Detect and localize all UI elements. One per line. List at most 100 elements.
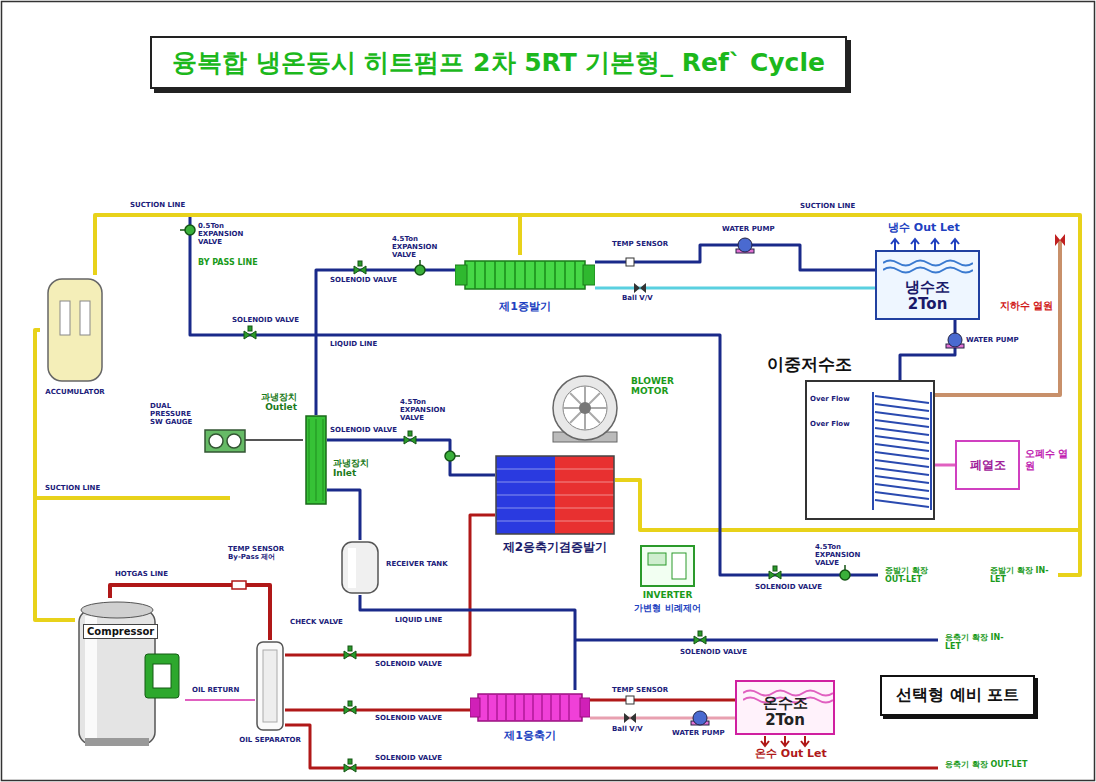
air-heat-exchanger-shape [496,456,614,534]
inverter-box-shape [672,553,686,579]
accumulator-tank-shape [48,279,102,381]
node-label: 온수조 2Ton [754,695,816,728]
solenoid-valve [348,759,352,764]
air-heat-exchanger-shape [495,455,615,535]
pipe-label: CHECK VALVE [290,618,343,626]
pipe-connector [285,709,470,712]
node-label: 폐열조 [970,457,1006,474]
node-label: INVERTER [630,590,705,600]
pipe-label: SOLENOID VALVE [330,276,397,284]
blower-motor-shape [553,376,617,440]
solenoid-valve [408,431,412,436]
compressor-shape [85,738,149,746]
node-label: 제2응축기겸증발기 [485,539,625,556]
accumulator-tank-shape [60,301,70,335]
outlet-arrow [781,736,789,746]
compressor-shape [81,602,153,618]
solenoid-valve [244,261,781,772]
air-heat-exchanger-shape [496,469,614,521]
solenoid-valve [344,759,356,772]
expansion-valve [180,225,195,235]
expansion-valve [419,260,421,265]
pipe-label: LIQUID LINE [395,616,442,624]
pipe-connector [185,699,255,701]
pipe-label: TEMP SENSOR By-Pass 제어 [228,545,298,561]
solenoid-valve [344,706,356,714]
condenser-shape [580,698,590,717]
solenoid-valve [698,631,702,636]
subcooler-shape [309,419,323,501]
solenoid-valve [344,764,356,772]
outlet-arrows [891,239,959,250]
pipe-label: 4.5Ton EXPANSION VALVE [815,543,885,567]
pipe-label: 응축기 확장 OUT-LET [945,760,1028,769]
expansion-valve [445,451,460,461]
accumulator-tank-shape [80,301,90,335]
outlet-arrow [911,239,919,250]
suction-line [35,496,230,500]
pipe-label: 냉수 Out Let [888,222,960,235]
temp-sensor [626,258,634,704]
pipe-label: 0.5Ton EXPANSION VALVE [198,222,253,246]
pipe-label: SOLENOID VALVE [755,583,822,591]
pipe-label: WATER PUMP [966,336,1019,344]
water-pump [691,711,709,725]
solenoid-valve [769,571,781,579]
evaporator-shape [475,261,575,289]
pipe-connector [327,490,360,540]
outlet-arrow [891,239,899,250]
blower-motor-shape [563,386,607,430]
chilled-water-tank: 냉수조 2Ton [875,250,980,320]
pipe-connector [590,699,735,702]
pipe-label: SUCTION LINE [130,201,185,209]
solenoid-valve [354,261,366,274]
spare-port-box: 선택형 예비 포트 [880,675,1035,716]
pipe-label: LIQUID LINE [330,340,377,348]
evaporator-shape [465,261,585,289]
chilled-water-tank-shape [883,261,973,273]
hotgas-line [285,725,938,768]
air-heat-exchanger: 제2응축기겸증발기 [495,455,615,535]
pipe-connector [595,245,875,270]
condenser-shape [470,698,480,717]
node-label: RECEIVER TANK [386,560,448,568]
solenoid-valve [344,646,356,659]
solenoid-valve [248,326,252,331]
pipe-label: SOLENOID VALVE [375,660,442,668]
expansion-valve [180,225,850,580]
pressure-gauge [227,434,241,448]
receiver-tank-shape [348,548,356,588]
node-label: BLOWER MOTOR [631,376,677,397]
outlet-arrow [931,239,939,250]
temp-sensor [626,696,634,704]
outlet-arrow [801,736,809,746]
solenoid-valve [694,631,706,644]
node-label: 이중저수조 [767,353,852,376]
pipe-label: WATER PUMP [672,729,725,737]
receiver-tank-shape [342,542,378,593]
pipe-label: SOLENOID VALVE [375,714,442,722]
pipe-label: SUCTION LINE [45,484,100,492]
solenoid-valve [404,436,416,444]
water-pump [736,238,754,253]
pipe-label: TEMP SENSOR [612,240,668,248]
condenser-shape [470,690,590,725]
expansion-valve [840,565,850,580]
pipe-label: SOLENOID VALVE [680,648,747,656]
expansion-valve [185,225,195,235]
ball-valve [634,283,646,293]
oil-separator-shape [257,642,283,730]
subcooler-shape [306,416,326,504]
oil-separator: OIL SEPARATOR [255,640,285,732]
solenoid-valve [244,326,256,339]
expansion-valve [445,451,455,461]
pipe-label: 4.5Ton EXPANSION VALVE [392,235,452,259]
pipe-label: WATER PUMP [722,225,775,233]
evaporator-shape [455,265,467,285]
liquid-line [575,639,938,642]
condenser: 제1응축기 [470,690,590,725]
node-label: 제1응축기 [470,728,590,743]
pipe-label: 온수 Out Let [755,748,827,761]
blower-motor: BLOWER MOTOR [545,370,625,445]
